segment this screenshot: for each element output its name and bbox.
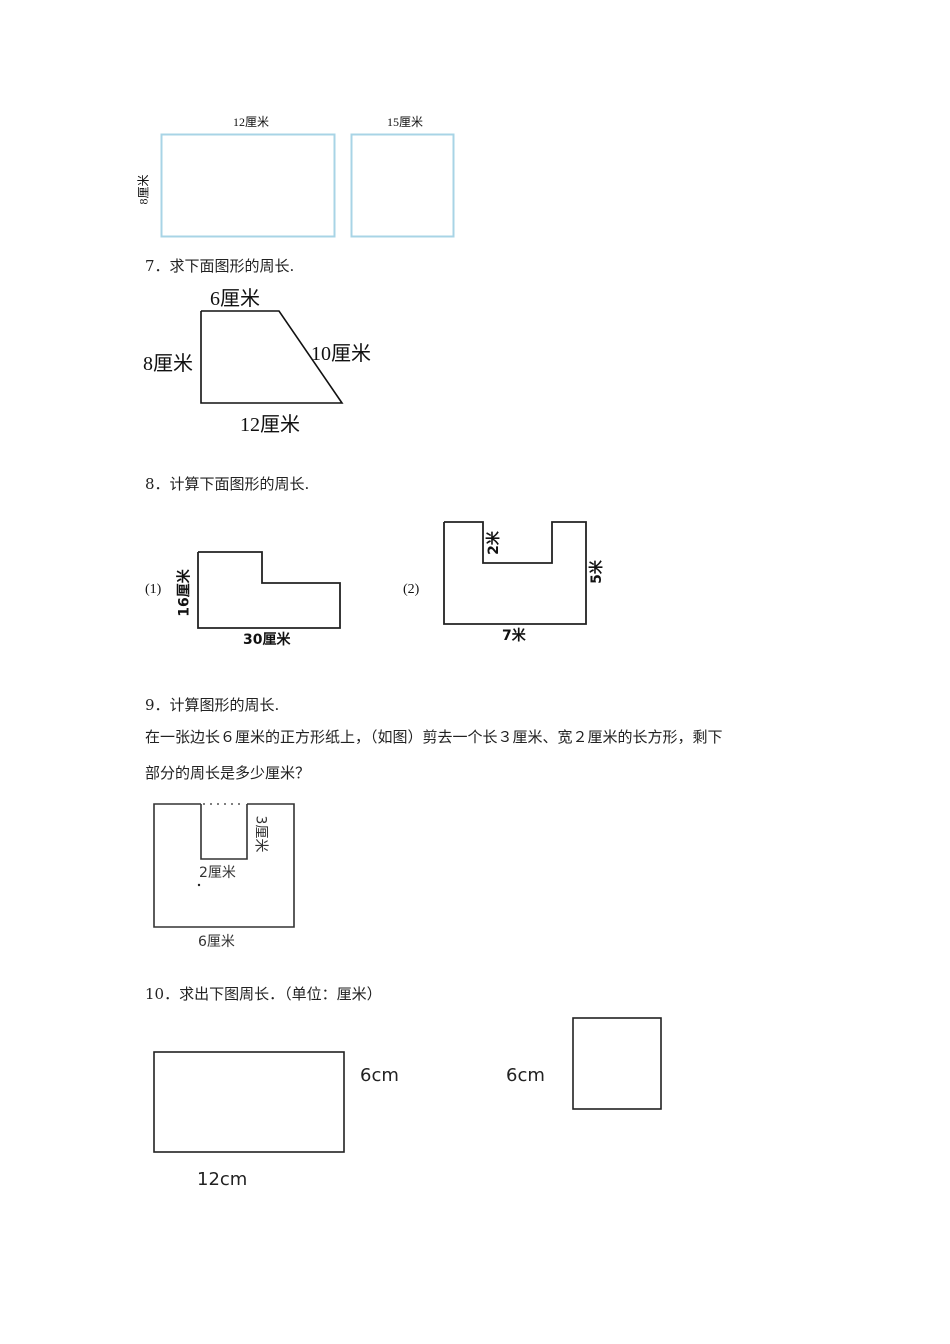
q9-problem-line-1: 在一张边长６厘米的正方形纸上，（如图）剪去一个长３厘米、宽２厘米的长方形，剩下 bbox=[145, 728, 723, 746]
rect2-top-label: 15厘米 bbox=[387, 115, 424, 129]
q7-left-label: 8厘米 bbox=[143, 353, 193, 375]
q8-part1-index: (1) bbox=[145, 582, 162, 597]
q9-problem-line-2: 部分的周长是多少厘米？ bbox=[145, 764, 311, 782]
q9-square-with-notch bbox=[153, 803, 295, 928]
q10-rect-bottom-label: 12cm bbox=[197, 1169, 248, 1190]
q10-rect-side-label: 6cm bbox=[360, 1065, 399, 1086]
q7-slant-label: 10厘米 bbox=[311, 343, 371, 365]
q7-bottom-label: 12厘米 bbox=[240, 414, 300, 436]
q10-shapes bbox=[153, 1017, 662, 1153]
q9-title: 9．计算图形的周长. bbox=[145, 696, 280, 714]
q6-rectangles bbox=[160, 133, 455, 238]
q9-bottom-label: 6厘米 bbox=[198, 934, 235, 950]
q8-part1-bottom-label: 30厘米 bbox=[243, 632, 291, 648]
q10-square-label: 6cm bbox=[506, 1065, 545, 1086]
q7-title: 7．求下面图形的周长. bbox=[145, 257, 295, 275]
q10-title: 10．求出下图周长．（单位：厘米） bbox=[145, 985, 382, 1003]
q8-title: 8．计算下面图形的周长. bbox=[145, 475, 310, 493]
q8-part2-shape bbox=[443, 521, 587, 625]
q9-notch-width-label: 2厘米 bbox=[199, 865, 236, 881]
q7-trapezoid bbox=[200, 310, 344, 404]
q8-part2-index: (2) bbox=[403, 582, 420, 597]
q8-part2-bottom-label: 7米 bbox=[502, 628, 526, 644]
q7-top-label: 6厘米 bbox=[210, 288, 260, 310]
q8-part1-shape bbox=[197, 551, 341, 629]
rect1-top-label: 12厘米 bbox=[233, 115, 270, 129]
